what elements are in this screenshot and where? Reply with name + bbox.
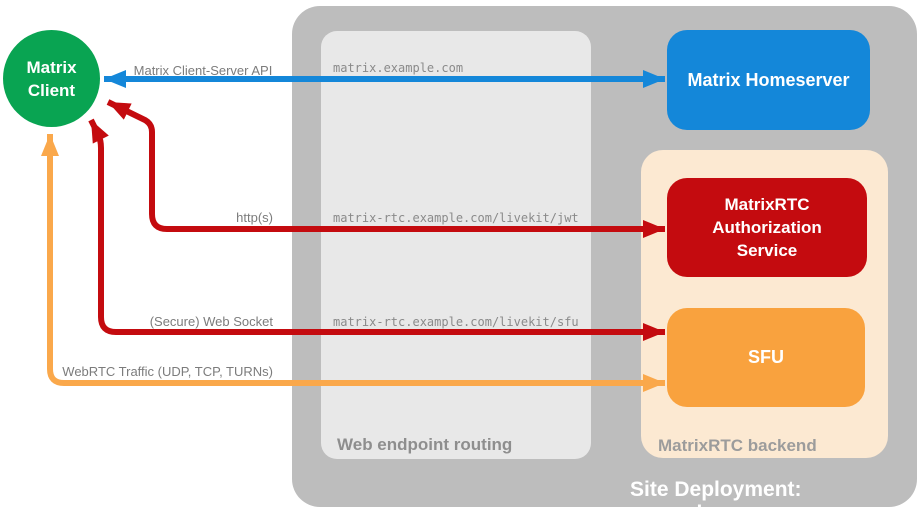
site-deployment-caption: Site Deployment: example.com xyxy=(630,478,802,524)
matrixrtc-backend-caption: MatrixRTC backend xyxy=(658,436,817,455)
web-endpoint-routing-container xyxy=(321,31,591,459)
web-endpoint-routing-caption: Web endpoint routing xyxy=(337,435,513,454)
matrix-client-label: Matrix Client xyxy=(26,57,77,100)
webrtc-traffic-arrow-label: WebRTC Traffic (UDP, TCP, TURNs) xyxy=(62,364,273,379)
sfu-node: SFU xyxy=(667,308,865,407)
sfu-label: SFU xyxy=(748,347,784,367)
client-server-api-arrow-label: Matrix Client-Server API xyxy=(133,63,273,78)
endpoint-livekit-sfu: matrix-rtc.example.com/livekit/sfu xyxy=(333,315,579,329)
endpoint-livekit-jwt: matrix-rtc.example.com/livekit/jwt xyxy=(333,211,579,225)
matrix-homeserver-label: Matrix Homeserver xyxy=(687,69,850,90)
endpoint-matrix-example-com: matrix.example.com xyxy=(333,61,464,75)
matrix-client-node: Matrix Client xyxy=(3,30,100,127)
secure-web-socket-arrow-label: (Secure) Web Socket xyxy=(149,314,273,329)
matrix-homeserver-node: Matrix Homeserver xyxy=(667,30,870,130)
matrixrtc-authorization-service-node: MatrixRTC Authorization Service xyxy=(667,178,867,277)
matrixrtc-authorization-service-label: MatrixRTC Authorization Service xyxy=(712,195,822,260)
https-arrow-label: http(s) xyxy=(236,210,273,225)
